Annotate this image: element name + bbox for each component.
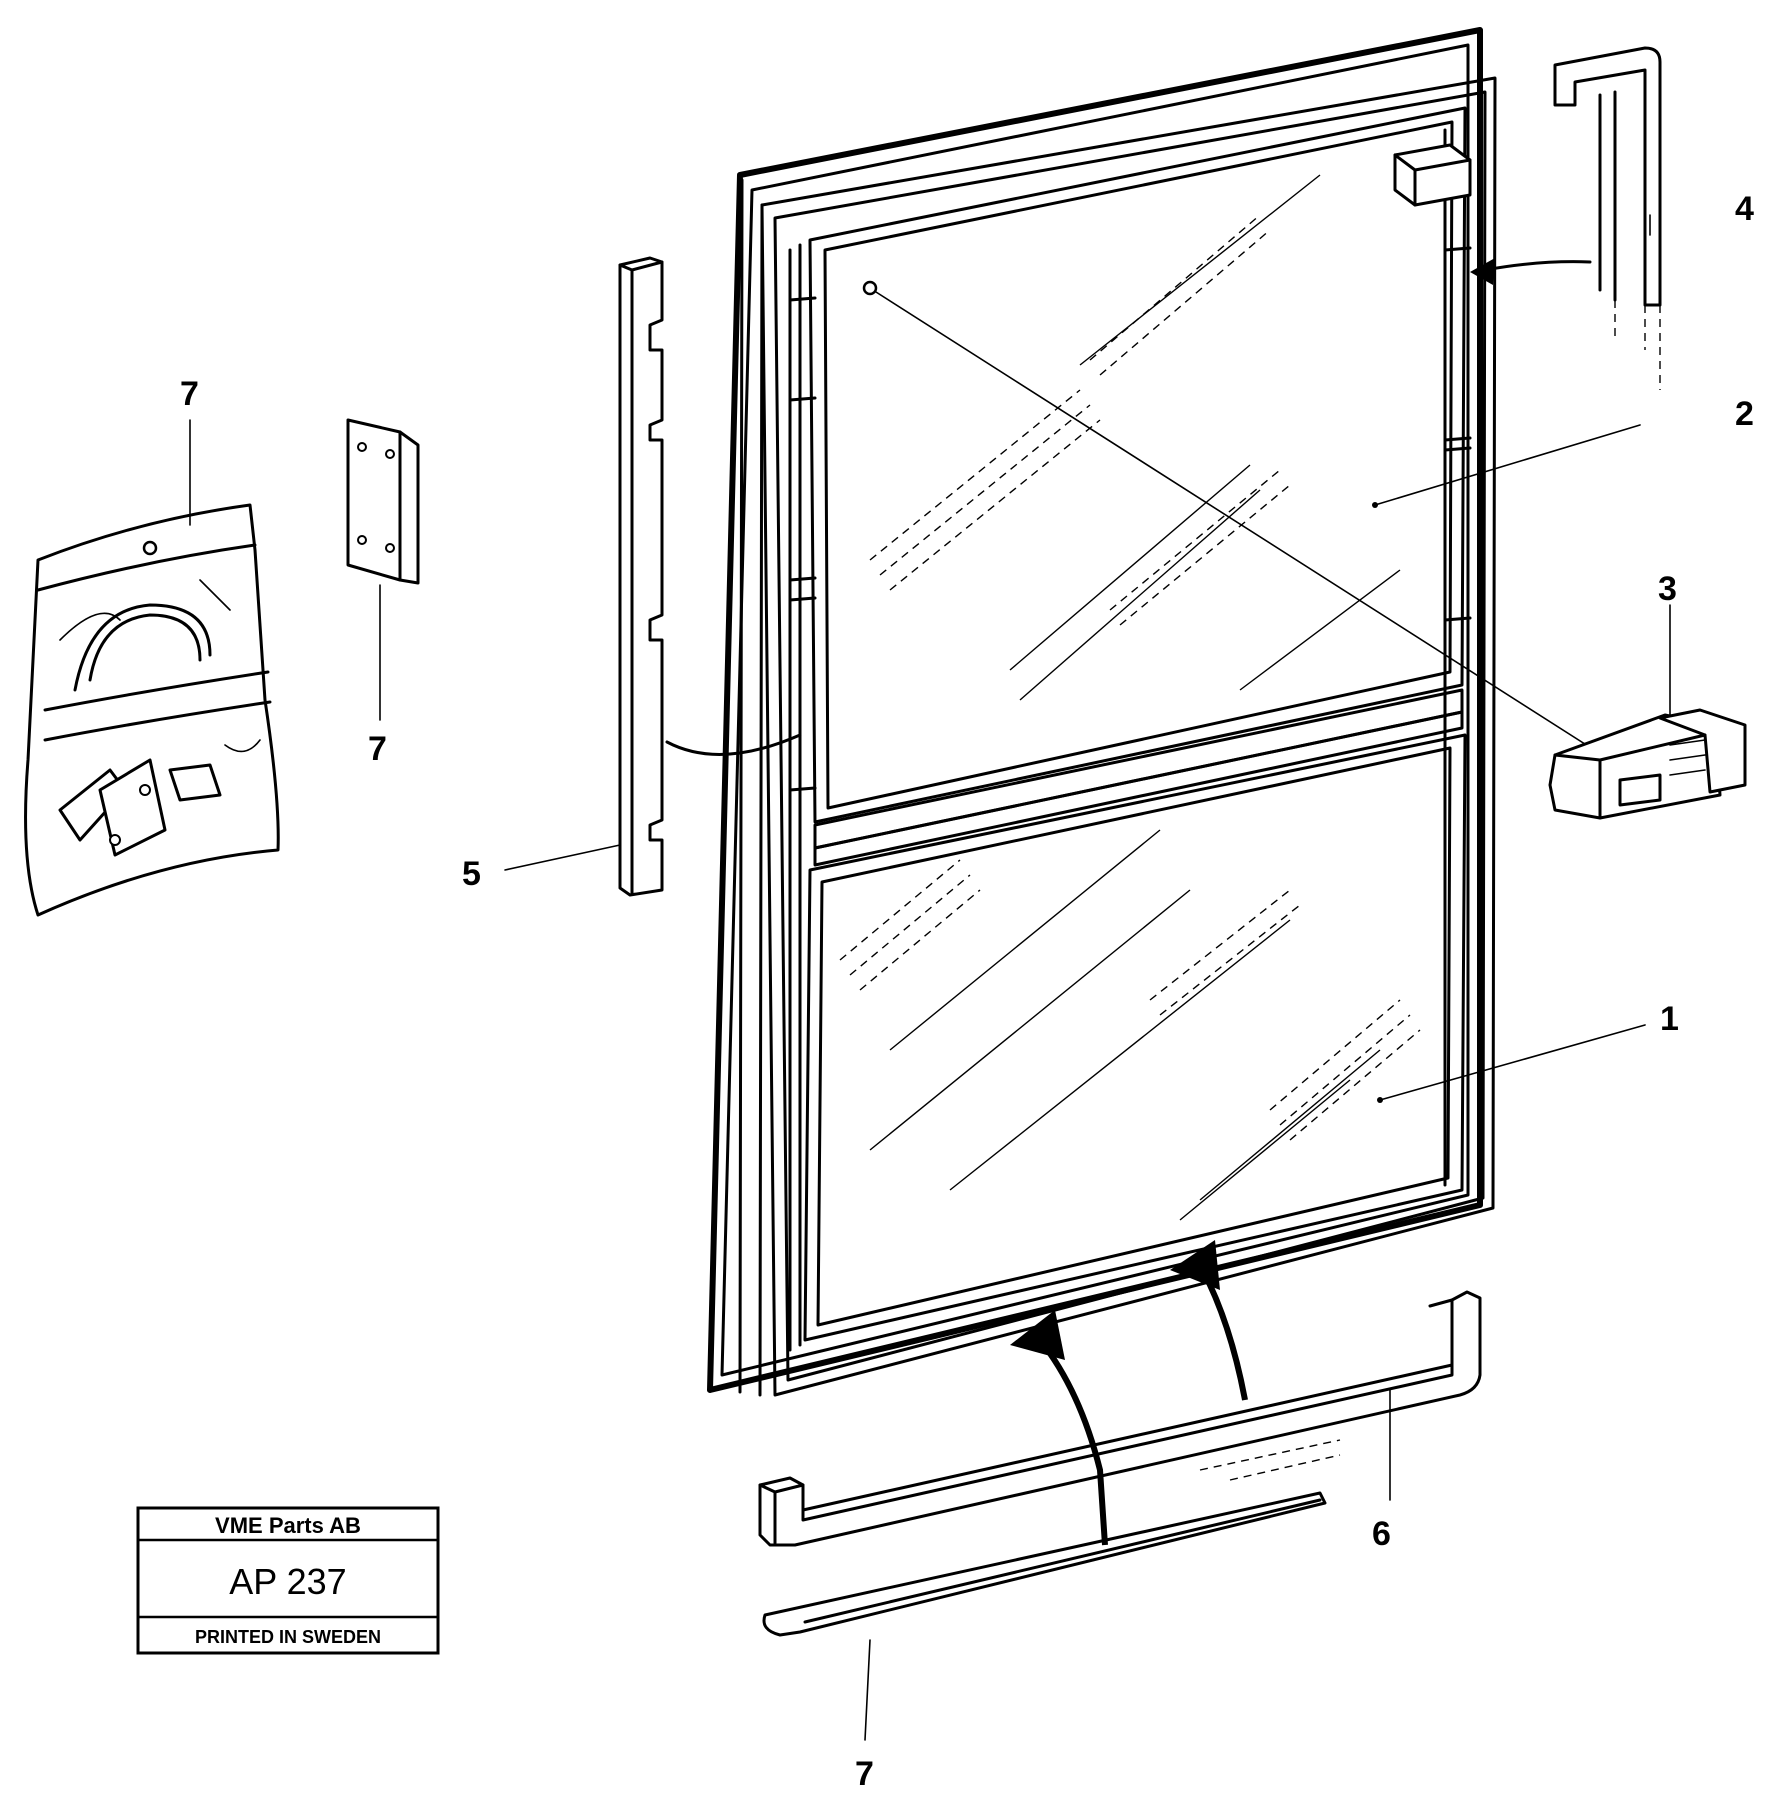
part-7-bottom-strip: [762, 1439, 1341, 1637]
callout-7-plate: 7: [368, 730, 387, 768]
callout-6: 6: [1372, 1515, 1391, 1553]
callout-numbers: 1 2 3 4 5 6 7 7 7: [180, 190, 1754, 1793]
frame-right-channel: [1443, 128, 1472, 1187]
callout-1: 1: [1660, 1000, 1679, 1038]
glass-pane-lower: [803, 733, 1467, 1342]
title-printed: PRINTED IN SWEDEN: [195, 1627, 381, 1647]
callout-5: 5: [462, 855, 481, 893]
part-7-hardware-bag: [24, 419, 280, 917]
pin-leader: [862, 280, 1611, 761]
glass-pane-upper: [808, 106, 1467, 824]
part-3-handle-block: [1548, 708, 1747, 820]
callout-3: 3: [1658, 570, 1677, 608]
assembly-arrows: [1010, 1240, 1248, 1546]
part-5-side-seal: [618, 256, 802, 897]
callout-7-bag: 7: [180, 375, 199, 413]
callout-2: 2: [1735, 395, 1754, 433]
callout-leaders: [504, 214, 1671, 1741]
title-block: VME Parts AB AP 237 PRINTED IN SWEDEN: [136, 1506, 440, 1655]
window-frame: [707, 27, 1497, 1397]
title-code: AP 237: [229, 1561, 346, 1602]
part-7-small-plate: [346, 418, 420, 721]
frame-left-channel: [788, 243, 817, 1352]
part-6-bottom-channel: [758, 1290, 1482, 1547]
callout-7-strip: 7: [855, 1755, 874, 1793]
transom-bar: [813, 688, 1464, 867]
part-4-corner-seal: [1470, 46, 1662, 390]
title-company: VME Parts AB: [215, 1513, 361, 1538]
callout-4: 4: [1735, 190, 1754, 228]
frame-top-latch: [1393, 143, 1472, 207]
